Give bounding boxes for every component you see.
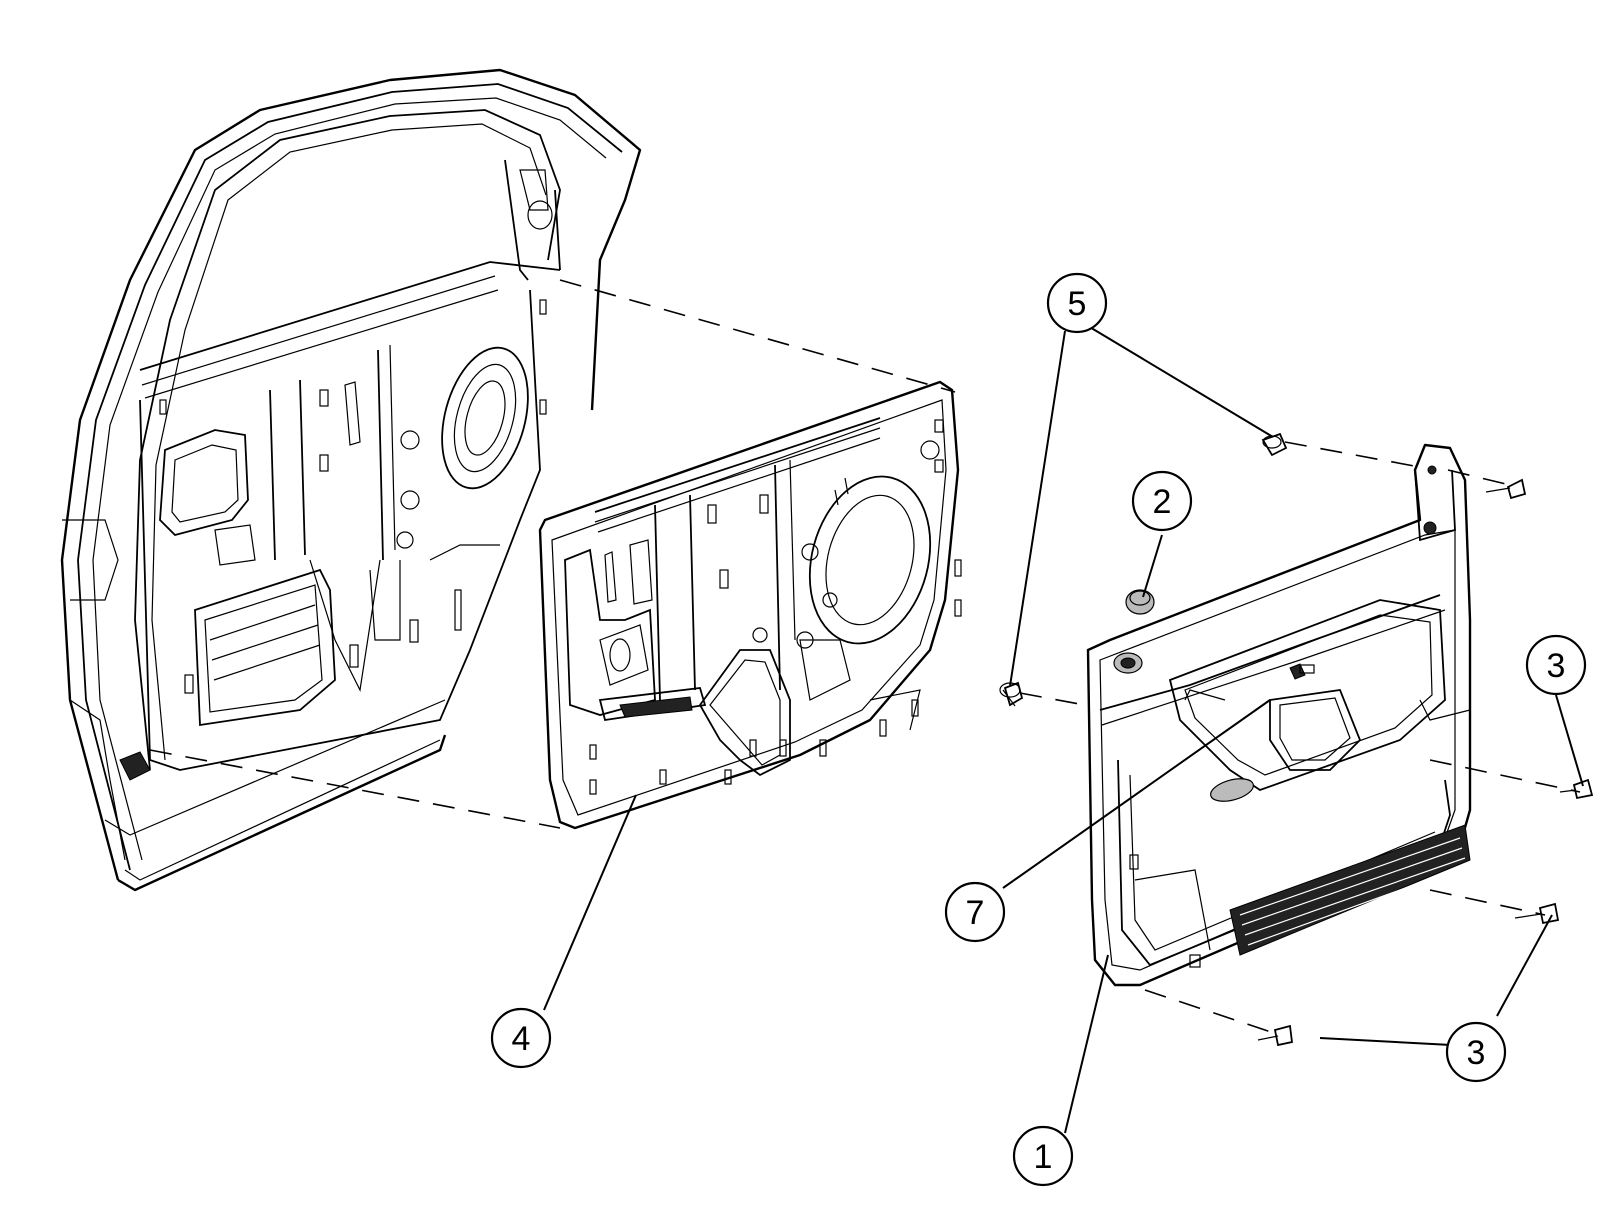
callout-3-lower: 3: [1445, 1021, 1507, 1083]
callout-2: 2: [1131, 470, 1193, 532]
door-inner-panel: [538, 380, 962, 830]
callout-5: 5: [1046, 272, 1108, 334]
plug-part: [1125, 589, 1155, 615]
callout-4: 4: [490, 1007, 552, 1069]
callout-3-upper-label: 3: [1547, 647, 1566, 685]
push-pin-clip: [999, 681, 1024, 707]
callout-1-label: 1: [1034, 1138, 1053, 1176]
callout-2-label: 2: [1153, 483, 1172, 521]
callout-7: 7: [944, 881, 1006, 943]
clip-top: [1261, 432, 1288, 457]
callout-3-lower-label: 3: [1467, 1034, 1486, 1072]
callout-1: 1: [1012, 1125, 1074, 1187]
door-trim-panel: [1086, 443, 1472, 987]
callout-3-upper: 3: [1525, 634, 1587, 696]
screw-bottom: [1257, 1024, 1293, 1047]
screw-lower-right: [1514, 902, 1560, 925]
callout-5-label: 5: [1068, 285, 1087, 323]
leader-lines: [543, 322, 1584, 1134]
callout-7-label: 7: [966, 894, 985, 932]
assembly-lines: [149, 279, 1581, 1036]
door-shell: [60, 68, 642, 892]
screw-top-right: [1485, 478, 1527, 500]
screw-right: [1559, 778, 1594, 800]
callout-4-label: 4: [512, 1020, 531, 1058]
